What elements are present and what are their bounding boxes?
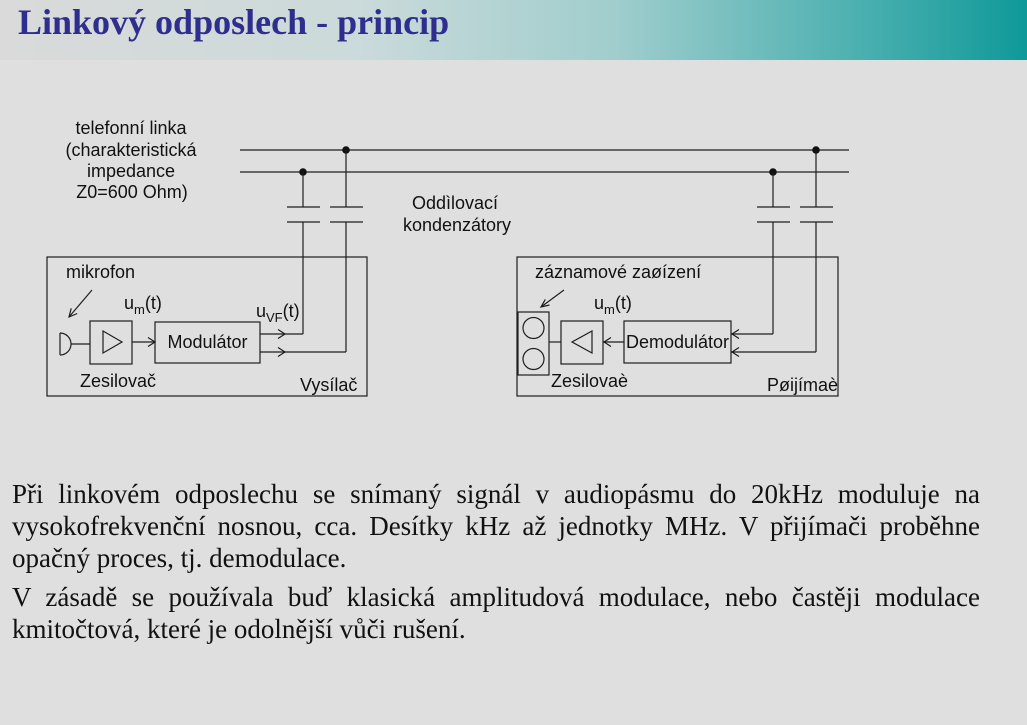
receiver-box <box>516 256 839 397</box>
paragraph-2: V zásadě se používala buď klasická ampli… <box>12 581 980 645</box>
amplifier-icon <box>570 329 593 355</box>
line-label-1: telefonní linka <box>75 118 187 138</box>
paragraph-line: opačný proces, tj. demodulace. <box>12 543 347 573</box>
line-label-4: Z0=600 Ohm) <box>76 182 188 202</box>
line-label-2: (charakteristická <box>65 140 197 160</box>
paragraph-line: kmitočtová, které je odolnější vůči ruše… <box>12 614 466 644</box>
paragraph-line: Při linkovém odposlechu se snímaný signá… <box>12 479 980 509</box>
transmitter-box <box>46 256 368 397</box>
demodulator-label: Demodulátor <box>626 332 729 352</box>
transmitter-box-label: Vysílač <box>300 375 357 395</box>
transmitter-output-label: uVF(t) <box>256 301 300 325</box>
transmitter-amplifier-box <box>89 320 133 365</box>
arrowhead-icon <box>277 346 287 358</box>
receiver-signal-label: um(t) <box>594 293 632 317</box>
mic-label: mikrofon <box>66 262 135 282</box>
title-bar <box>0 0 1027 60</box>
modulator-label: Modulátor <box>167 332 247 352</box>
recorder-label: záznamové zaøízení <box>535 262 701 282</box>
paragraph-line: V zásadě se používala buď klasická ampli… <box>12 582 980 612</box>
receiver-amplifier-label: Zesilovaè <box>551 371 628 391</box>
earpiece-icon <box>522 347 545 371</box>
earpiece-icon <box>522 316 545 340</box>
recorder-pointer <box>540 289 565 308</box>
arrowhead-icon <box>602 336 612 348</box>
amplifier-icon <box>102 329 124 355</box>
capacitors-label-2: kondenzátory <box>403 215 511 235</box>
arrowhead-icon <box>730 346 740 358</box>
capacitors-label-1: Oddìlovací <box>412 193 498 213</box>
arrowhead-icon <box>277 328 287 340</box>
line-tap-diagram: telefonní linka (charakteristická impeda… <box>46 118 849 397</box>
demodulator-box <box>623 320 732 364</box>
paragraph-line: vysokofrekvenční nosnou, cca. Desítky kH… <box>12 511 980 541</box>
modulator-box <box>154 321 261 364</box>
arrowhead-icon <box>539 299 550 308</box>
slide-title: Linkový odposlech - princip <box>18 2 450 42</box>
headphones-icon <box>517 311 550 376</box>
mic-pointer <box>68 289 93 318</box>
microphone-icon <box>59 332 72 356</box>
paragraph-1: Při linkovém odposlechu se snímaný signá… <box>12 478 980 574</box>
transmitter-amplifier-label: Zesilovač <box>80 371 156 391</box>
line-label-3: impedance <box>87 161 175 181</box>
arrowhead-icon <box>68 308 78 319</box>
receiver-box-label: Pøijímaè <box>767 375 838 395</box>
transmitter-signal-label: um(t) <box>124 293 162 317</box>
arrowhead-icon <box>730 328 740 340</box>
receiver-amplifier-box <box>560 320 604 365</box>
